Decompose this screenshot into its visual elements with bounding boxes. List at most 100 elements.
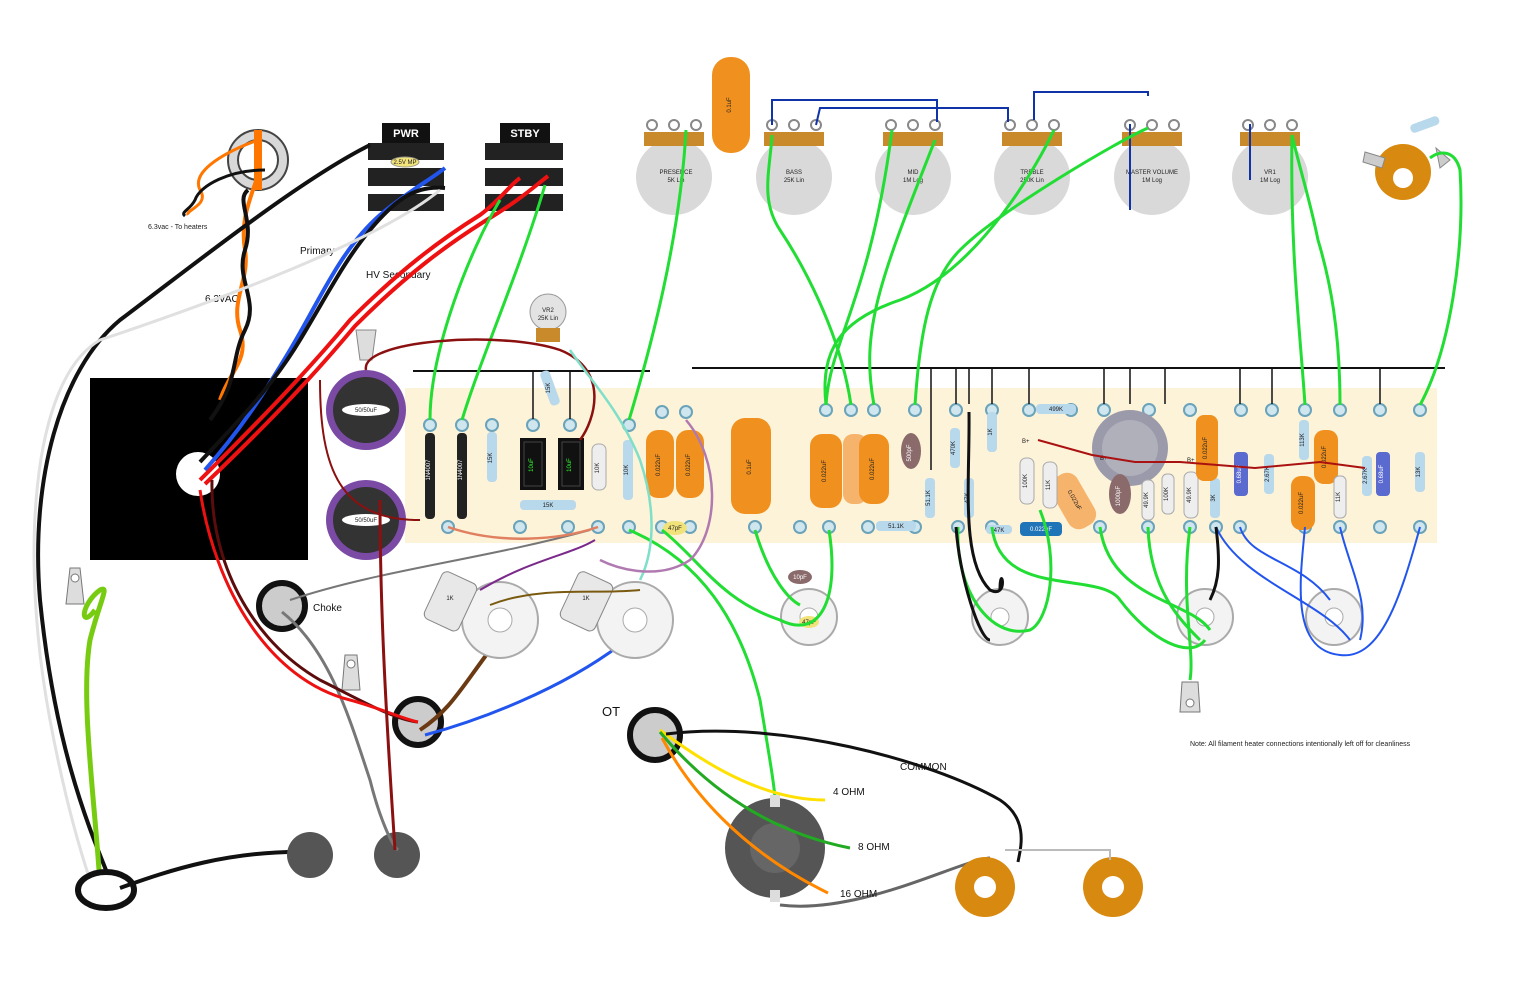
cap-0022-6: 0.022uF — [1196, 415, 1218, 481]
resistor-1k-a-label: 1K — [988, 428, 994, 435]
pink-wire — [447, 525, 599, 540]
resistor-267k-b-label: 2.67K — [1363, 468, 1369, 484]
cap-0022-4: 0.022uF — [843, 434, 889, 504]
pot-treble[interactable]: TREBLE 250K Lin — [994, 119, 1070, 215]
resistor-1k-a — [987, 412, 997, 452]
pot-mid-name: MID — [908, 170, 920, 176]
pot-mid[interactable]: MID 1M Log — [875, 119, 951, 215]
ot-label: OT — [602, 704, 620, 719]
resistor-13k — [1415, 452, 1425, 492]
standby-switch-label: STBY — [510, 128, 540, 140]
cap-0022-3: 0.022uF — [810, 434, 842, 508]
resistor-11k-b — [1333, 475, 1347, 519]
hv-twist-red-1 — [198, 176, 522, 482]
diode-1: 1N4007 — [425, 433, 435, 519]
cap-0022-8-label: 0.022uF — [1322, 446, 1328, 468]
resistor-511k — [925, 478, 935, 518]
grid-wire-purple — [479, 539, 596, 591]
filter-cap-2-label: 50/50uF — [355, 518, 377, 524]
resistor-113k — [1299, 420, 1309, 460]
mains-inlet — [75, 869, 137, 911]
filter-cap-1: 50/50uF — [326, 370, 406, 450]
resistor-267k-a-label: 2.67K — [1265, 466, 1271, 482]
cap-47pf-1 — [663, 521, 687, 535]
mains-black-2 — [119, 849, 311, 890]
input-resistor — [1410, 116, 1440, 133]
mains-white — [32, 188, 441, 881]
vr2-bias-pot[interactable]: VR2 25K Lin — [529, 293, 567, 342]
pot-master-volume[interactable]: MASTER VOLUME 1M Log — [1114, 119, 1190, 215]
resistor-49k-a-label: 49.9K — [1144, 492, 1150, 508]
resistor-10k-2 — [623, 440, 633, 500]
resistor-49k-b-label: 49.9K — [1187, 487, 1193, 503]
heater-note: Note: All filament heater connections in… — [1190, 741, 1411, 748]
choke-label: Choke — [313, 603, 342, 614]
input-jack[interactable] — [1362, 144, 1451, 200]
red-bplus-line — [1037, 439, 1366, 470]
power-tube-socket-2: 1K — [559, 571, 674, 659]
vr2-value: 25K Lin — [538, 316, 558, 322]
fuse-socket-2 — [374, 832, 420, 878]
standby-switch[interactable]: STBY — [483, 123, 565, 211]
pot-vr1-name: VR1 — [1264, 170, 1276, 176]
ground-lug-right — [1179, 681, 1201, 713]
heater-twist-orange — [218, 174, 260, 401]
pot-master-volume-value: 1M Log — [1142, 178, 1162, 184]
resistor-267k-a — [1264, 454, 1274, 494]
resistor-11k-b-label: 11K — [1336, 492, 1342, 502]
resistor-10k-2-label: 10K — [624, 465, 630, 476]
resistor-499k — [1036, 404, 1076, 414]
presence-cap: 0.1uF — [712, 57, 750, 153]
cap-01uf: 0.1uF — [731, 418, 771, 514]
pot-master-volume-name: MASTER VOLUME — [1126, 170, 1178, 176]
resistor-11k-label: 11K — [1046, 480, 1052, 490]
pot-vr1[interactable]: VR1 1M Log — [1232, 119, 1308, 215]
preamp-tube-v1 — [1092, 410, 1168, 486]
ground-lug-mid — [341, 654, 361, 691]
cap-0022-3-label: 0.022uF — [822, 460, 828, 482]
power-switch-label: PWR — [393, 128, 419, 140]
power-tube-2-resistor: 1K — [582, 596, 589, 602]
primary-label: Primary — [300, 246, 334, 257]
speaker-jack-1[interactable] — [955, 857, 1015, 917]
pot-jumpers-blue — [771, 91, 1251, 210]
resistor-267k-b — [1362, 456, 1372, 496]
speaker-jack-link — [1005, 849, 1111, 860]
cap-0022-7: 0.022uF — [1291, 476, 1315, 530]
resistor-15k-2 — [520, 500, 576, 510]
resistor-100k-a-label: 100K — [1023, 474, 1029, 488]
tube-socket-v5 — [1305, 588, 1363, 646]
ot-black-common — [665, 729, 1023, 863]
resistor-511k-label: 51.1K — [926, 490, 932, 506]
tube-socket-v3 — [971, 588, 1029, 646]
impedance-selector[interactable] — [725, 795, 825, 902]
pot-presence[interactable]: PRESENCE 5K Lin — [636, 119, 712, 215]
heater-twist-black-2 — [182, 168, 266, 218]
diode-2-label: 1N4007 — [458, 459, 464, 481]
ot-yellow — [659, 728, 826, 802]
ground-lug-left — [65, 567, 85, 605]
fuse-socket-1 — [287, 832, 333, 878]
hv-twist-red-2 — [203, 174, 550, 486]
resistor-15k-3 — [540, 370, 560, 406]
resistor-499k-label: 499K — [1049, 407, 1063, 413]
cap-500pf-label: 500pF — [907, 444, 913, 461]
resistor-49k-a — [1141, 479, 1155, 521]
cap-0022-1: 0.022uF — [646, 430, 674, 498]
purple-wire — [599, 419, 714, 573]
resistor-15k-1-label: 15K — [488, 453, 494, 464]
cap-10pf — [788, 570, 812, 584]
grid-wire-olive — [489, 589, 641, 606]
resistor-470k — [950, 428, 960, 468]
pot-vr1-value: 1M Log — [1260, 178, 1280, 184]
choke-grommet — [256, 580, 308, 632]
speaker-jack-2[interactable] — [1083, 857, 1143, 917]
pot-bass[interactable]: BASS 25K Lin — [756, 119, 832, 215]
choke-wire-grey-2 — [289, 529, 591, 601]
ot-green — [658, 731, 851, 850]
ohm-4-label: 4 OHM — [833, 787, 865, 798]
pot-treble-value: 250K Lin — [1020, 178, 1044, 184]
cap-0022-8: 0.022uF — [1314, 430, 1338, 484]
cap-068-2-label: 0.68uF — [1379, 464, 1385, 483]
